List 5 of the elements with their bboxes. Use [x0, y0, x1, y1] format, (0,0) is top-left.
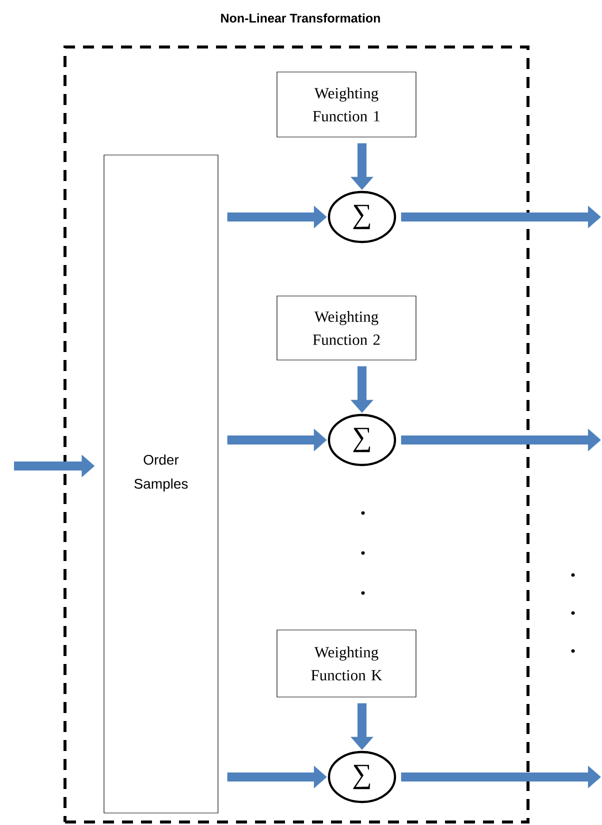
- heading: Non-Linear Transformation: [221, 13, 380, 23]
- function-box: Weighting Function K: [276, 630, 416, 698]
- function-box: Weighting Function 2: [276, 296, 416, 360]
- process-box: Order Samples: [104, 154, 218, 814]
- function-box: Weighting Function 1: [276, 72, 416, 138]
